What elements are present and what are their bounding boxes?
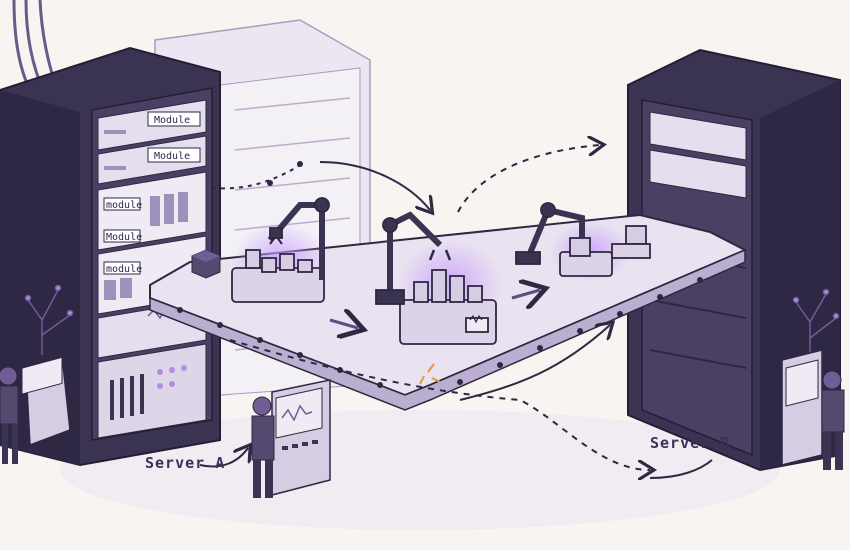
flow-arrows [199, 145, 713, 478]
robot-arm-2 [375, 211, 497, 345]
spark-icon [419, 363, 441, 385]
operator-right [781, 349, 845, 470]
server-a-label: Server A [145, 454, 225, 472]
data-block [191, 249, 221, 279]
module-label-3: module [106, 200, 142, 211]
floor-shadow [60, 410, 780, 530]
operator-center [251, 379, 331, 498]
module-label-1: Module [154, 115, 190, 126]
circuit-tree-left [24, 284, 74, 355]
module-label-5: module [106, 264, 142, 275]
module-label-4: Module [106, 232, 142, 243]
module-label-2: Module [154, 151, 190, 162]
flow-dots [267, 161, 303, 186]
server-b-label: Server B [650, 434, 730, 452]
robot-arm-1 [231, 197, 330, 303]
operator-left [0, 354, 71, 464]
server-a-units [97, 99, 207, 439]
circuit-tree-right [792, 288, 840, 360]
robot-arm-3 [515, 202, 651, 277]
